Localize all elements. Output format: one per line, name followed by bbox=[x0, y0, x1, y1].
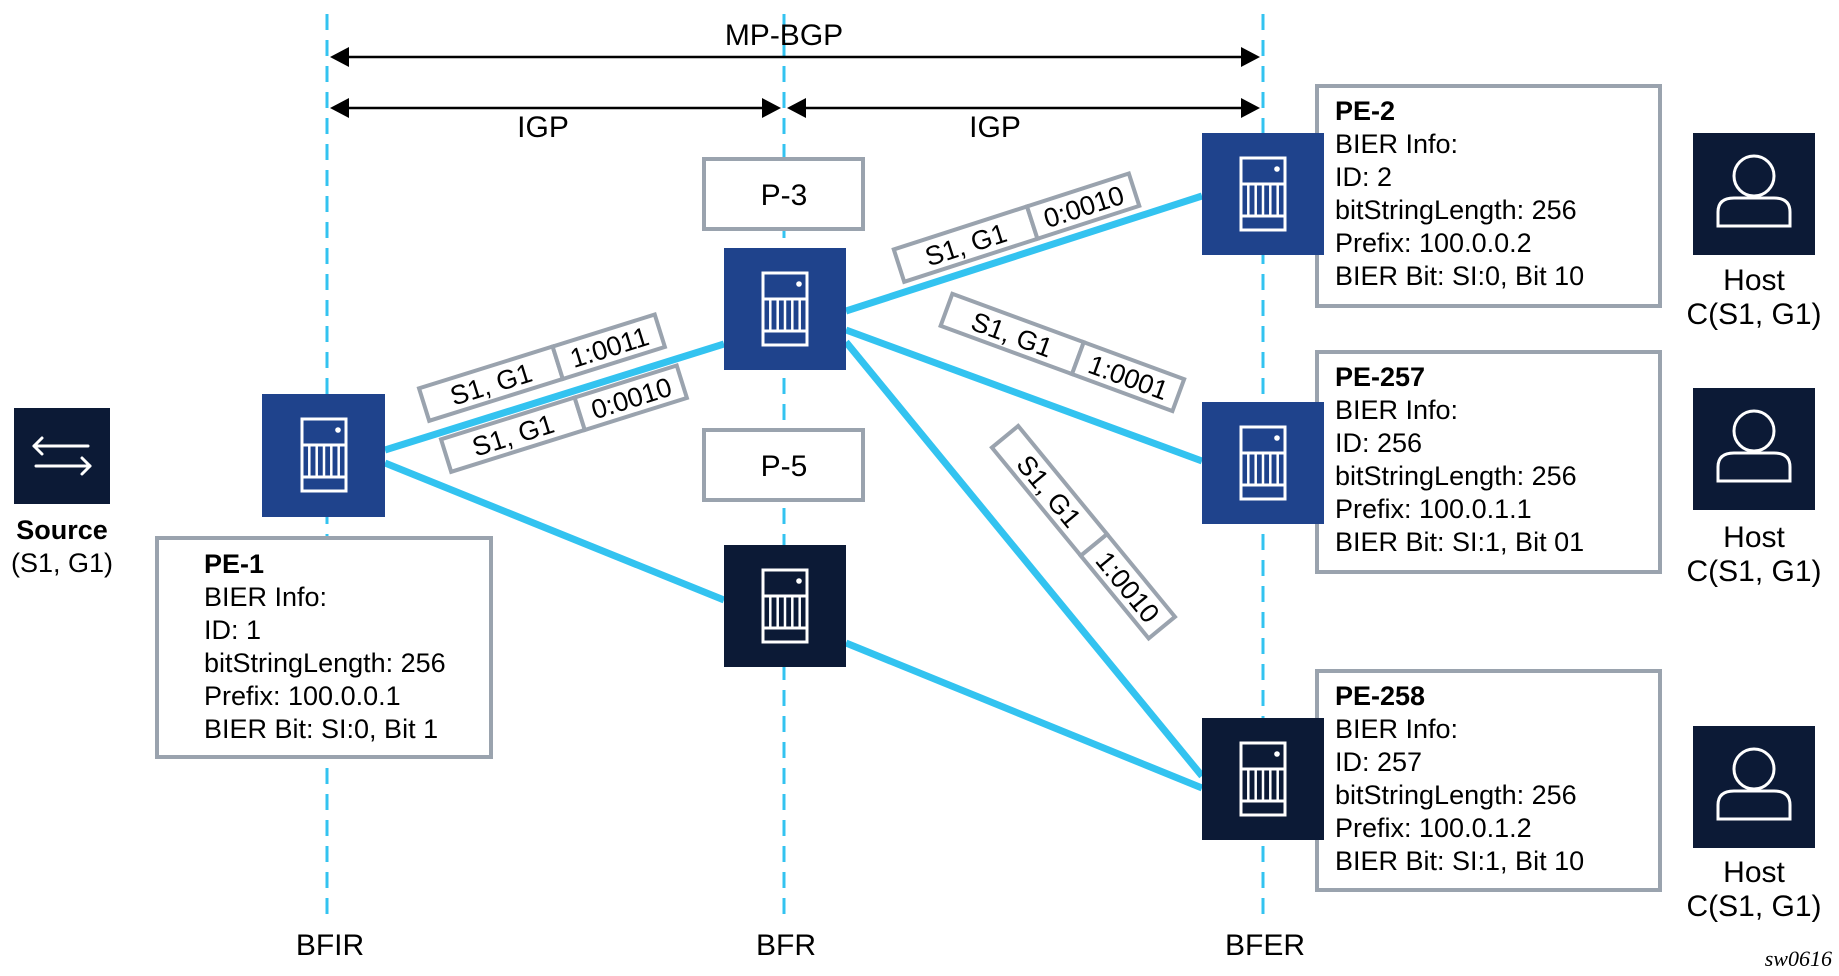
info-line: bitStringLength: 256 bbox=[1335, 461, 1577, 491]
info-line: BIER Bit: SI:1, Bit 10 bbox=[1335, 846, 1584, 876]
host-1[interactable]: Host C(S1, G1) bbox=[1686, 133, 1822, 331]
info-line: bitStringLength: 256 bbox=[1335, 780, 1577, 810]
info-line: BIER Info: bbox=[204, 582, 327, 612]
source-flow: (S1, G1) bbox=[11, 548, 113, 578]
source-node[interactable]: Source (S1, G1) bbox=[11, 408, 113, 578]
info-line: BIER Bit: SI:1, Bit 01 bbox=[1335, 527, 1584, 557]
node-name: PE-2 bbox=[1335, 96, 1395, 126]
role-label-bfer: BFER bbox=[1225, 929, 1305, 962]
figure-id: sw0616 bbox=[1765, 946, 1832, 971]
info-line: BIER Bit: SI:0, Bit 10 bbox=[1335, 261, 1584, 291]
role-label-bfir: BFIR bbox=[296, 929, 364, 962]
source-icon-tile bbox=[14, 408, 110, 504]
info-line: BIER Info: bbox=[1335, 714, 1458, 744]
router-pe258[interactable] bbox=[1202, 718, 1324, 840]
igp-left-label: IGP bbox=[517, 111, 569, 144]
source-name: Source bbox=[16, 515, 108, 545]
info-line: Prefix: 100.0.0.1 bbox=[204, 681, 401, 711]
mpbgp-span-arrow bbox=[330, 47, 1260, 67]
mpbgp-label: MP-BGP bbox=[725, 19, 843, 52]
router-pe2[interactable] bbox=[1202, 133, 1324, 255]
link-p3-pe257 bbox=[844, 326, 1204, 465]
info-line: ID: 1 bbox=[204, 615, 261, 645]
link-p5-pe258 bbox=[844, 639, 1204, 792]
bidirectional-arrows-icon bbox=[32, 436, 92, 476]
link-pe1-p3 bbox=[383, 340, 726, 454]
igp-right-label: IGP bbox=[969, 111, 1021, 144]
info-line: BIER Info: bbox=[1335, 395, 1458, 425]
link-p3-pe258 bbox=[843, 339, 1205, 779]
node-name: PE-1 bbox=[204, 549, 264, 579]
link-p3-pe2 bbox=[844, 192, 1204, 315]
info-line: ID: 256 bbox=[1335, 428, 1422, 458]
info-box-pe1: PE-1 BIER Info: ID: 1 bitStringLength: 2… bbox=[155, 536, 493, 759]
label-box-p3: P-3 bbox=[702, 157, 865, 231]
info-line: ID: 257 bbox=[1335, 747, 1422, 777]
label-box-p5: P-5 bbox=[702, 428, 865, 502]
host-3[interactable]: Host C(S1, G1) bbox=[1686, 726, 1822, 923]
info-line: Prefix: 100.0.0.2 bbox=[1335, 228, 1532, 258]
host-2[interactable]: Host C(S1, G1) bbox=[1686, 388, 1822, 588]
igp-right-span-arrow bbox=[787, 98, 1260, 118]
link-label-p3-pe257: S1, G1 1:0001 bbox=[938, 291, 1187, 414]
link-pe1-p5 bbox=[383, 459, 726, 604]
info-line: BIER Info: bbox=[1335, 129, 1458, 159]
node-name: P-3 bbox=[761, 179, 808, 212]
host-flow: C(S1, G1) bbox=[1686, 890, 1821, 923]
info-line: Prefix: 100.0.1.1 bbox=[1335, 494, 1532, 524]
router-pe1[interactable] bbox=[262, 394, 385, 517]
info-line: ID: 2 bbox=[1335, 162, 1392, 192]
host-name: Host bbox=[1723, 856, 1785, 889]
node-name: PE-257 bbox=[1335, 362, 1425, 392]
info-line: bitStringLength: 256 bbox=[1335, 195, 1577, 225]
host-flow: C(S1, G1) bbox=[1686, 298, 1821, 331]
host-name: Host bbox=[1723, 521, 1785, 554]
node-name: P-5 bbox=[761, 450, 808, 483]
info-box-pe2: PE-2 BIER Info: ID: 2 bitStringLength: 2… bbox=[1315, 84, 1662, 308]
role-label-bfr: BFR bbox=[756, 929, 816, 962]
link-label-p3-pe258: S1, G1 1:0010 bbox=[989, 423, 1178, 642]
host-name: Host bbox=[1723, 264, 1785, 297]
info-box-pe257: PE-257 BIER Info: ID: 256 bitStringLengt… bbox=[1315, 350, 1662, 574]
links bbox=[383, 192, 1205, 792]
info-line: bitStringLength: 256 bbox=[204, 648, 446, 678]
host-flow: C(S1, G1) bbox=[1686, 555, 1821, 588]
node-name: PE-258 bbox=[1335, 681, 1425, 711]
info-line: BIER Bit: SI:0, Bit 1 bbox=[204, 714, 438, 744]
router-p3[interactable] bbox=[724, 248, 846, 370]
info-box-pe258: PE-258 BIER Info: ID: 257 bitStringLengt… bbox=[1315, 669, 1662, 892]
info-line: Prefix: 100.0.1.2 bbox=[1335, 813, 1532, 843]
router-pe257[interactable] bbox=[1202, 402, 1324, 524]
igp-left-span-arrow bbox=[330, 98, 781, 118]
router-p5[interactable] bbox=[724, 545, 846, 667]
